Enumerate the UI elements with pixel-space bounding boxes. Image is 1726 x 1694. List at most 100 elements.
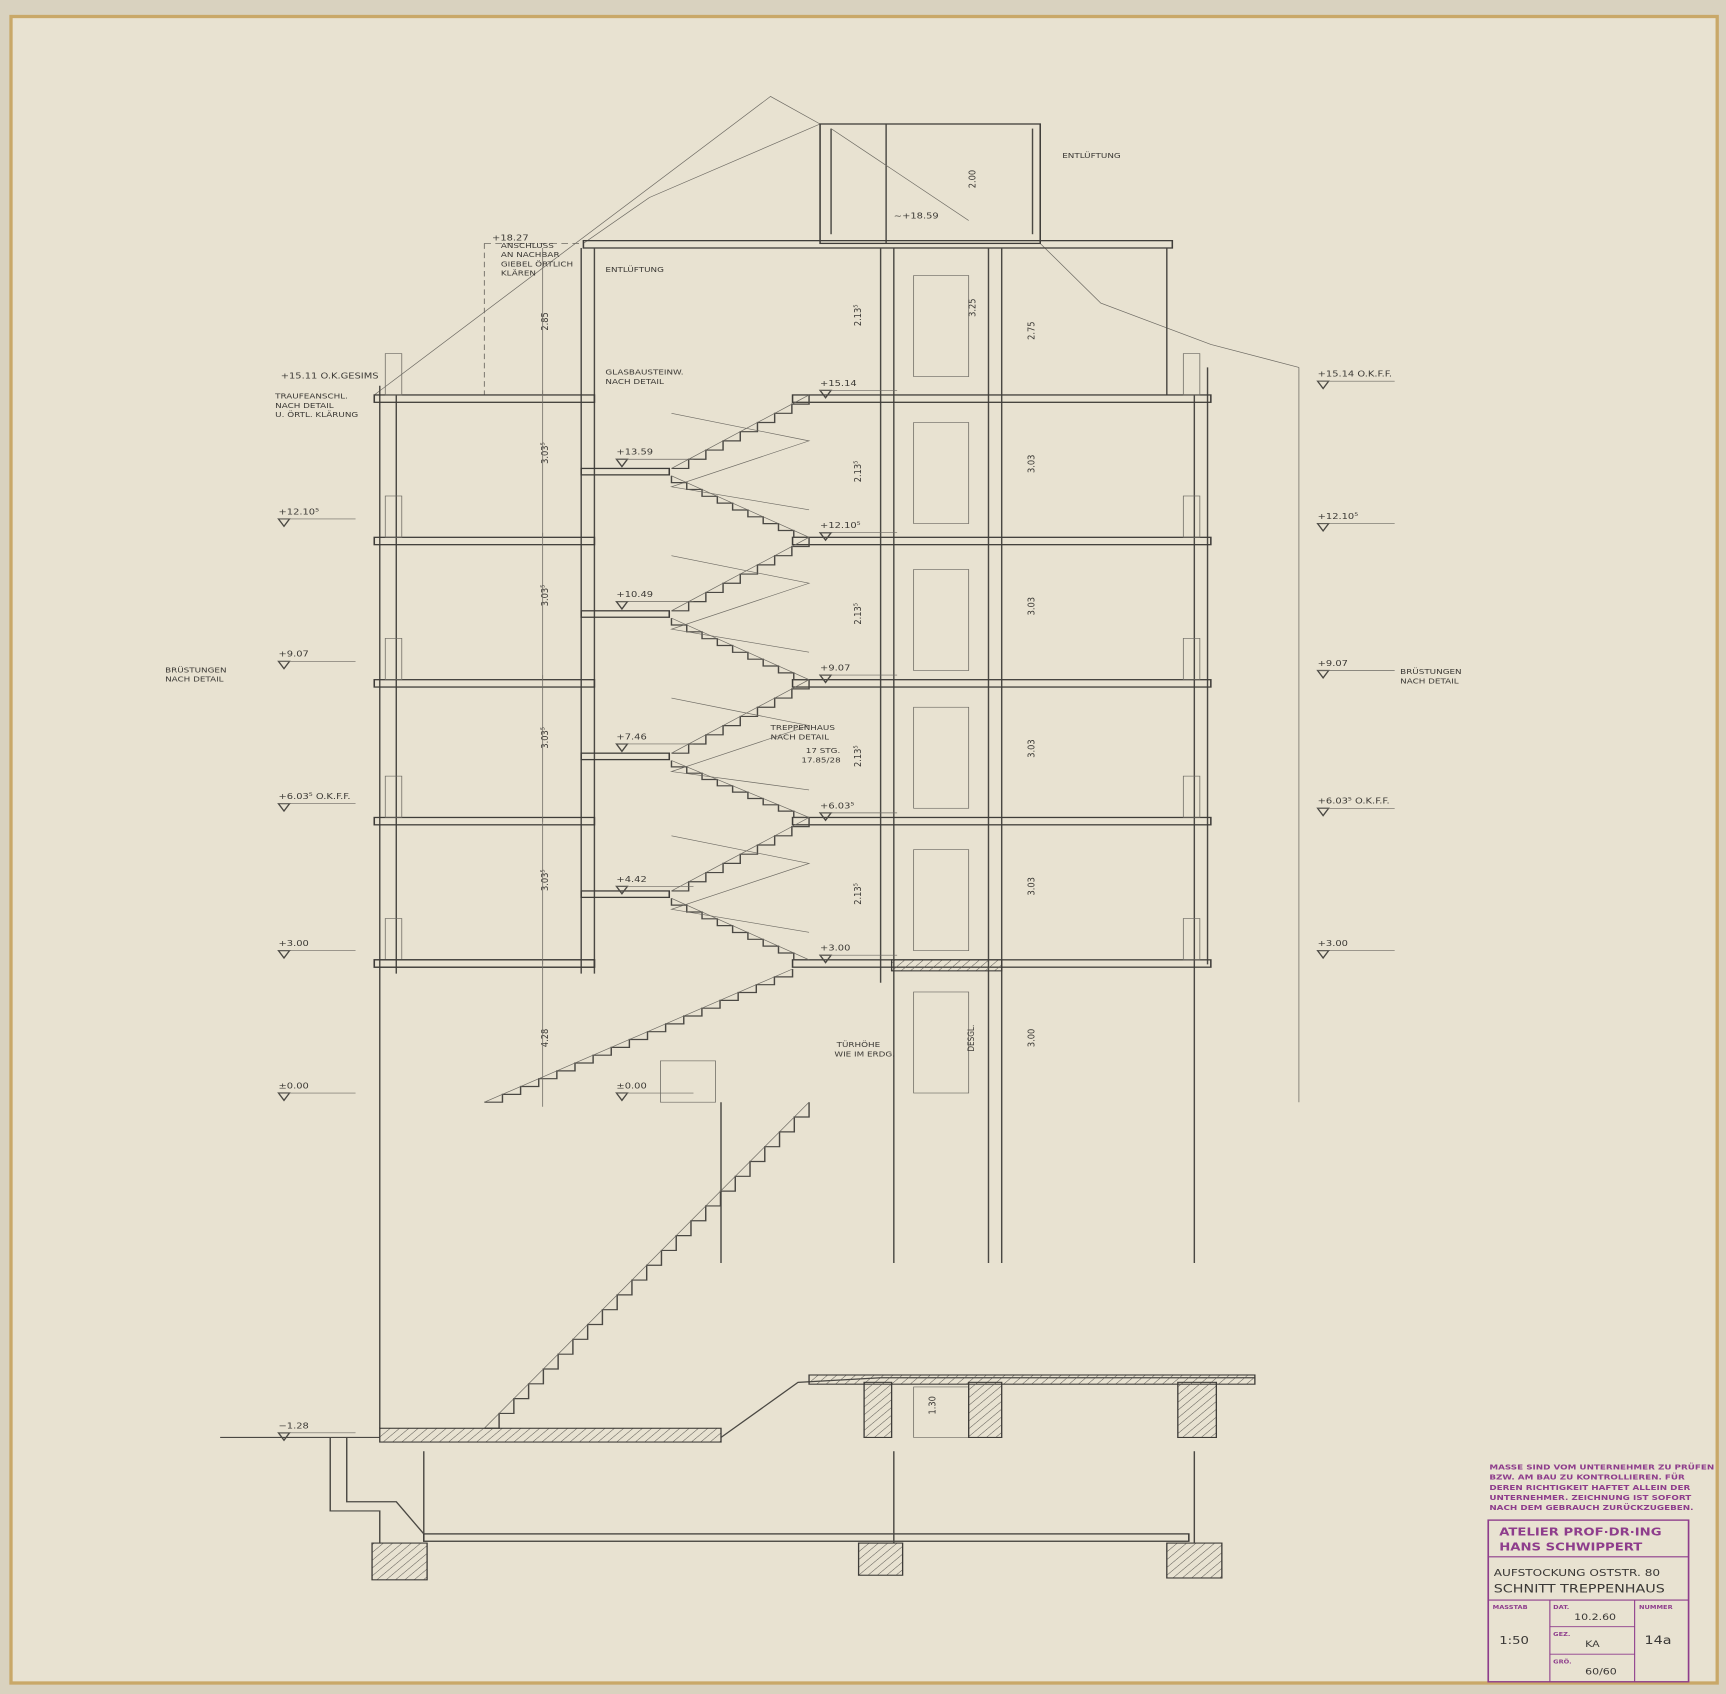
- stair-stringer: [671, 617, 810, 680]
- stair-railing: [670, 835, 811, 933]
- dim-stair-height: 2.13⁵: [853, 883, 864, 905]
- nummer-value: 14a: [1645, 1634, 1672, 1648]
- dat-label: DAT.: [1553, 1605, 1569, 1611]
- window-parapet: [1182, 775, 1201, 818]
- level-stair: +7.46: [616, 733, 647, 742]
- stair-flight-lower: [670, 760, 810, 819]
- note-anschluss-3: GIEBEL ÖRTLICH: [501, 259, 573, 268]
- sheet-title: SCHNITT TREPPENHAUS: [1494, 1583, 1665, 1597]
- window-parapet: [1182, 638, 1201, 681]
- ground-floor-slab: [890, 959, 1003, 972]
- level-top: +18.27: [492, 234, 529, 243]
- window-parapet: [384, 638, 403, 681]
- dim-right-height: 3.00: [1027, 1029, 1038, 1048]
- note-bruestungen-right-2: NACH DETAIL: [1400, 676, 1459, 685]
- door-openings: [660, 275, 970, 1438]
- dim-stair-height: 2.13⁵: [853, 603, 864, 625]
- stair-stringer: [671, 394, 810, 469]
- note-glasbaustein-2: NACH DETAIL: [605, 377, 664, 386]
- note-traufe-2: NACH DETAIL: [275, 401, 334, 410]
- basement: [220, 1374, 1256, 1581]
- level-stair: +9.07: [820, 664, 851, 673]
- landing-slab: [580, 752, 671, 761]
- window-parapet: [384, 775, 403, 818]
- office-name-1: ATELIER PROF·DR·ING: [1499, 1526, 1661, 1539]
- level-right: +6.03⁵ O.K.F.F.: [1318, 797, 1390, 806]
- stair-stringer: [671, 537, 810, 612]
- floor-slab: [791, 816, 1212, 826]
- level-left: −1.28: [278, 1422, 309, 1431]
- dim-stair-height: 2.13⁵: [853, 304, 864, 326]
- dim-right-height: 3.03: [1027, 739, 1038, 758]
- door-opening: [913, 991, 970, 1094]
- landing-slab: [580, 467, 671, 476]
- door-opening: [913, 706, 970, 809]
- dim-stair-height: 2.13⁵: [853, 745, 864, 767]
- door-opening: [660, 1060, 716, 1103]
- stair-stringer: [671, 817, 810, 892]
- roof-outline: [374, 96, 1300, 1103]
- level-stair: +3.00: [820, 944, 851, 953]
- level-right: +12.10⁵: [1318, 513, 1359, 522]
- dim-left-height: 2.85: [541, 312, 552, 330]
- gez-label: GEZ.: [1553, 1631, 1570, 1637]
- level-right: +15.14 O.K.F.F.: [1318, 370, 1392, 379]
- dim-penthouse-2: 3.25: [968, 298, 979, 316]
- dim-penthouse-1: 2.00: [968, 170, 979, 189]
- stamp-line: UNTERNEHMER. ZEICHNUNG IST SOFORT: [1489, 1493, 1691, 1502]
- stair-stringer: [671, 760, 810, 818]
- note-tuerhoehe-2: WIE IM ERDG.: [834, 1049, 895, 1058]
- note-glasbaustein-1: GLASBAUSTEINW.: [605, 367, 683, 376]
- stamp-line: DEREN RICHTIGKEIT HAFTET ALLEIN DER: [1489, 1483, 1691, 1492]
- door-opening: [913, 849, 970, 951]
- level-stair: +10.49: [616, 591, 653, 600]
- note-anschluss-1: ANSCHLUSS: [501, 241, 554, 250]
- note-desgl: DESGL.: [965, 1025, 976, 1052]
- floor-slab: [791, 679, 1212, 688]
- gez-value: KA: [1585, 1640, 1600, 1650]
- dim-right-height: 3.03: [1027, 454, 1038, 473]
- level-stair: +4.42: [616, 875, 646, 884]
- level-stair: ±0.00: [616, 1082, 647, 1091]
- nummer-label: NUMMER: [1639, 1605, 1673, 1611]
- note-treppenhaus-4: 17.85/28: [801, 755, 840, 764]
- floor-slab: [373, 679, 596, 688]
- dim-left-height: 3.03⁵: [541, 727, 552, 749]
- dim-basement: 1.30: [928, 1396, 939, 1415]
- floor-slab: [373, 959, 596, 968]
- level-stair: +6.03⁵: [820, 802, 855, 811]
- level-stair: +13.59: [616, 448, 653, 457]
- note-anschluss-4: KLÄREN: [501, 268, 536, 277]
- level-penthouse: ~+18.59: [894, 212, 939, 221]
- dim-right-height: 2.75: [1027, 321, 1038, 339]
- stair-railing: [670, 697, 811, 791]
- walls: [379, 247, 1209, 1429]
- stair-stringer: [484, 1101, 810, 1429]
- level-left: +3.00: [278, 940, 309, 949]
- note-bruestungen-left-2: NACH DETAIL: [165, 674, 224, 683]
- level-left: +6.03⁵ O.K.F.F.: [278, 793, 350, 802]
- window-parapet: [384, 353, 403, 396]
- note-bruestungen-right-1: BRÜSTUNGEN: [1400, 667, 1461, 676]
- landing-slab: [580, 890, 671, 899]
- floor-slab: [373, 816, 596, 826]
- annotations: +18.27 ANSCHLUSS AN NACHBAR GIEBEL ÖRTLI…: [165, 151, 1462, 1415]
- level-right: +9.07: [1318, 660, 1349, 669]
- floor-slab: [791, 394, 1212, 403]
- note-anschluss-2: AN NACHBAR: [501, 250, 560, 259]
- dim-stair-height: 2.13⁵: [853, 460, 864, 482]
- level-markers: +12.10⁵ +9.07 +6.03⁵ O.K.F.F. +3.00 ±0.00 −1.…: [277, 247, 1395, 1442]
- window-parapet: [1182, 918, 1201, 961]
- floor-slabs: [373, 353, 1212, 972]
- stair-railing: [670, 413, 811, 511]
- dim-left-height: 4.28: [541, 1029, 552, 1048]
- level-right: +3.00: [1318, 940, 1349, 949]
- dim-left-height: 3.03⁵: [541, 869, 552, 891]
- level-left: ±0.00: [278, 1082, 309, 1091]
- project-name: AUFSTOCKUNG OSTSTR. 80: [1494, 1567, 1660, 1579]
- stair-flight-ground: [484, 969, 794, 1103]
- note-treppenhaus-3: 17 STG.: [806, 746, 841, 755]
- stair-stringer: [671, 679, 810, 754]
- level-stair: +15.14: [820, 379, 857, 388]
